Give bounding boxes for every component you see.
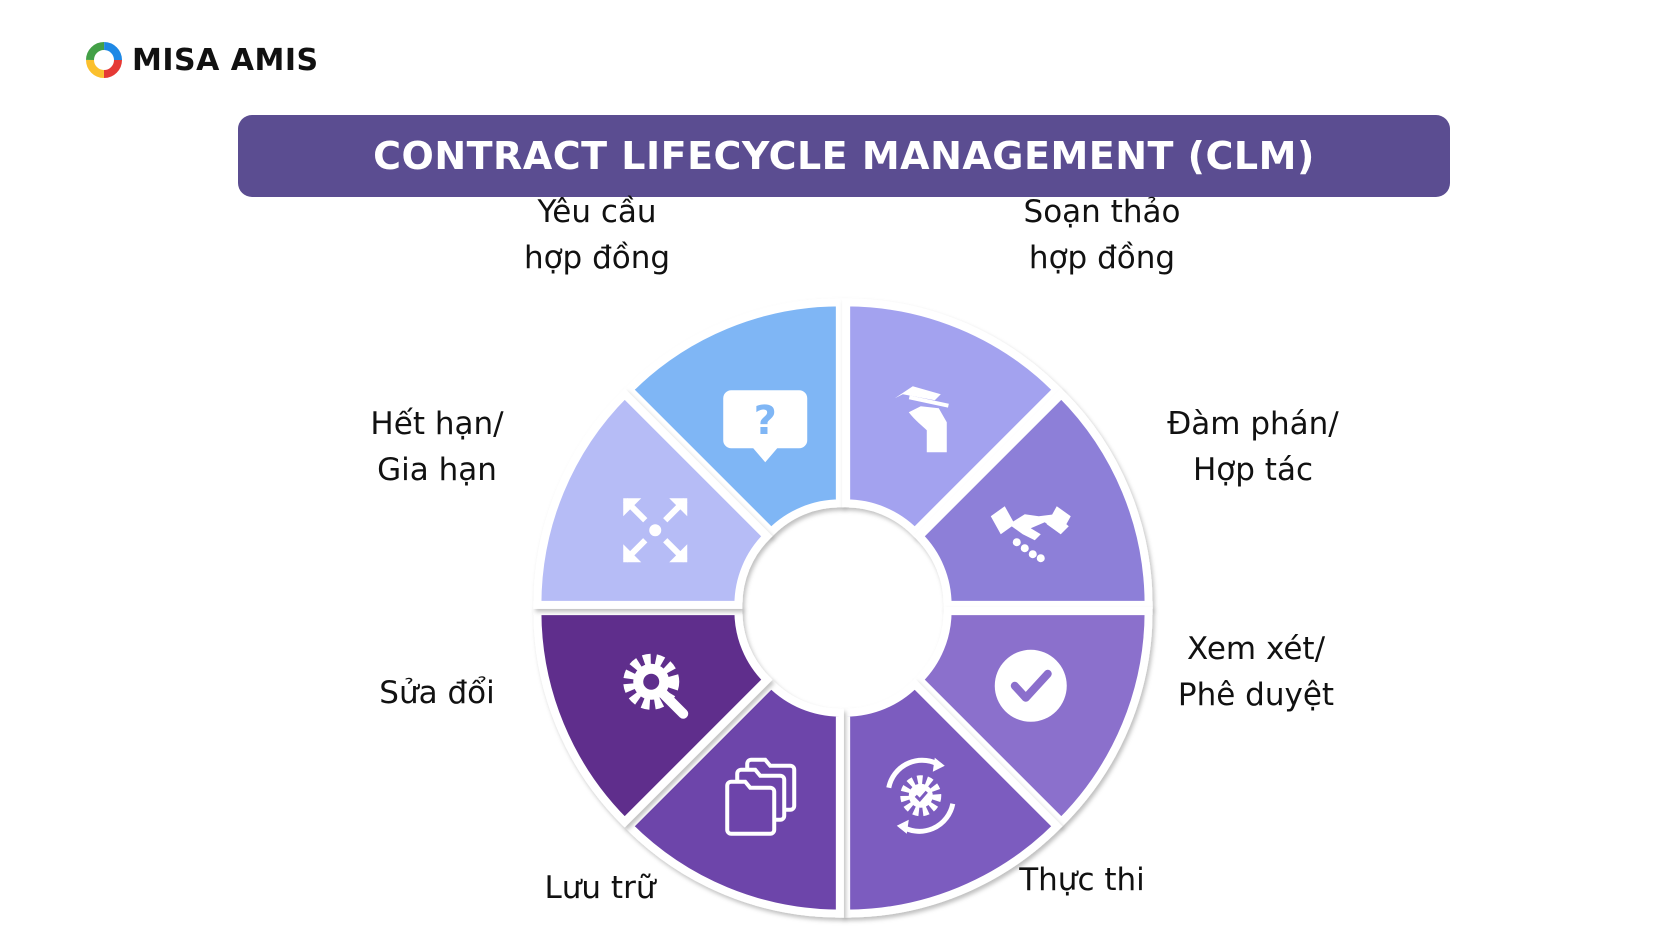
wheel-segment — [842, 678, 1063, 918]
stage-label: Thực thi — [1019, 857, 1145, 903]
stage-label: Sửa đổi — [379, 670, 494, 716]
wheel-segment — [533, 388, 773, 609]
stage-label-line1: Thực thi — [1019, 862, 1145, 898]
check-circle-icon — [995, 650, 1067, 722]
stage-label: Yêu cầu hợp đồng — [524, 189, 670, 281]
stage-label-line2: hợp đồng — [523, 240, 671, 276]
brand-logo: MISA AMIS — [84, 38, 319, 82]
stage-label-line1: Sửa đổi — [379, 675, 495, 711]
stage-label-line1: Hết hạn/ — [370, 406, 504, 442]
stage-label-line1: Đàm phán/ — [1167, 406, 1339, 442]
stage-label: Xem xét/Phê duyệt — [1178, 626, 1334, 718]
stage-label-line1: Soạn thảo — [1023, 194, 1181, 230]
stage-label-line2: hợp đồng — [1028, 240, 1176, 276]
brand-name: MISA AMIS — [132, 42, 319, 78]
stage-label-line1: Lưu trữ — [544, 870, 656, 906]
stage-label: Đàm phán/Hợp tác — [1167, 401, 1338, 493]
stage-label-line2: Phê duyệt — [1177, 677, 1335, 713]
wheel-segment — [913, 388, 1153, 609]
wheel-segment — [842, 298, 1063, 538]
stage-label-line1: Xem xét/ — [1186, 631, 1326, 667]
stage-label-line2: Gia hạn — [377, 452, 497, 488]
stage-label: Soạn thảo hợp đồng — [1024, 189, 1181, 281]
title-banner: CONTRACT LIFECYCLE MANAGEMENT (CLM) — [238, 115, 1450, 197]
stage-label: Hết hạn/Gia hạn — [370, 401, 503, 493]
stage-label-line1: Yêu cầu — [537, 194, 657, 230]
diagram-title: CONTRACT LIFECYCLE MANAGEMENT (CLM) — [373, 134, 1315, 178]
misa-logo-icon — [86, 42, 122, 78]
wheel-segment — [533, 607, 773, 828]
stage-label-line2: Hợp tác — [1192, 452, 1314, 488]
stage-label: Lưu trữ — [545, 865, 656, 911]
